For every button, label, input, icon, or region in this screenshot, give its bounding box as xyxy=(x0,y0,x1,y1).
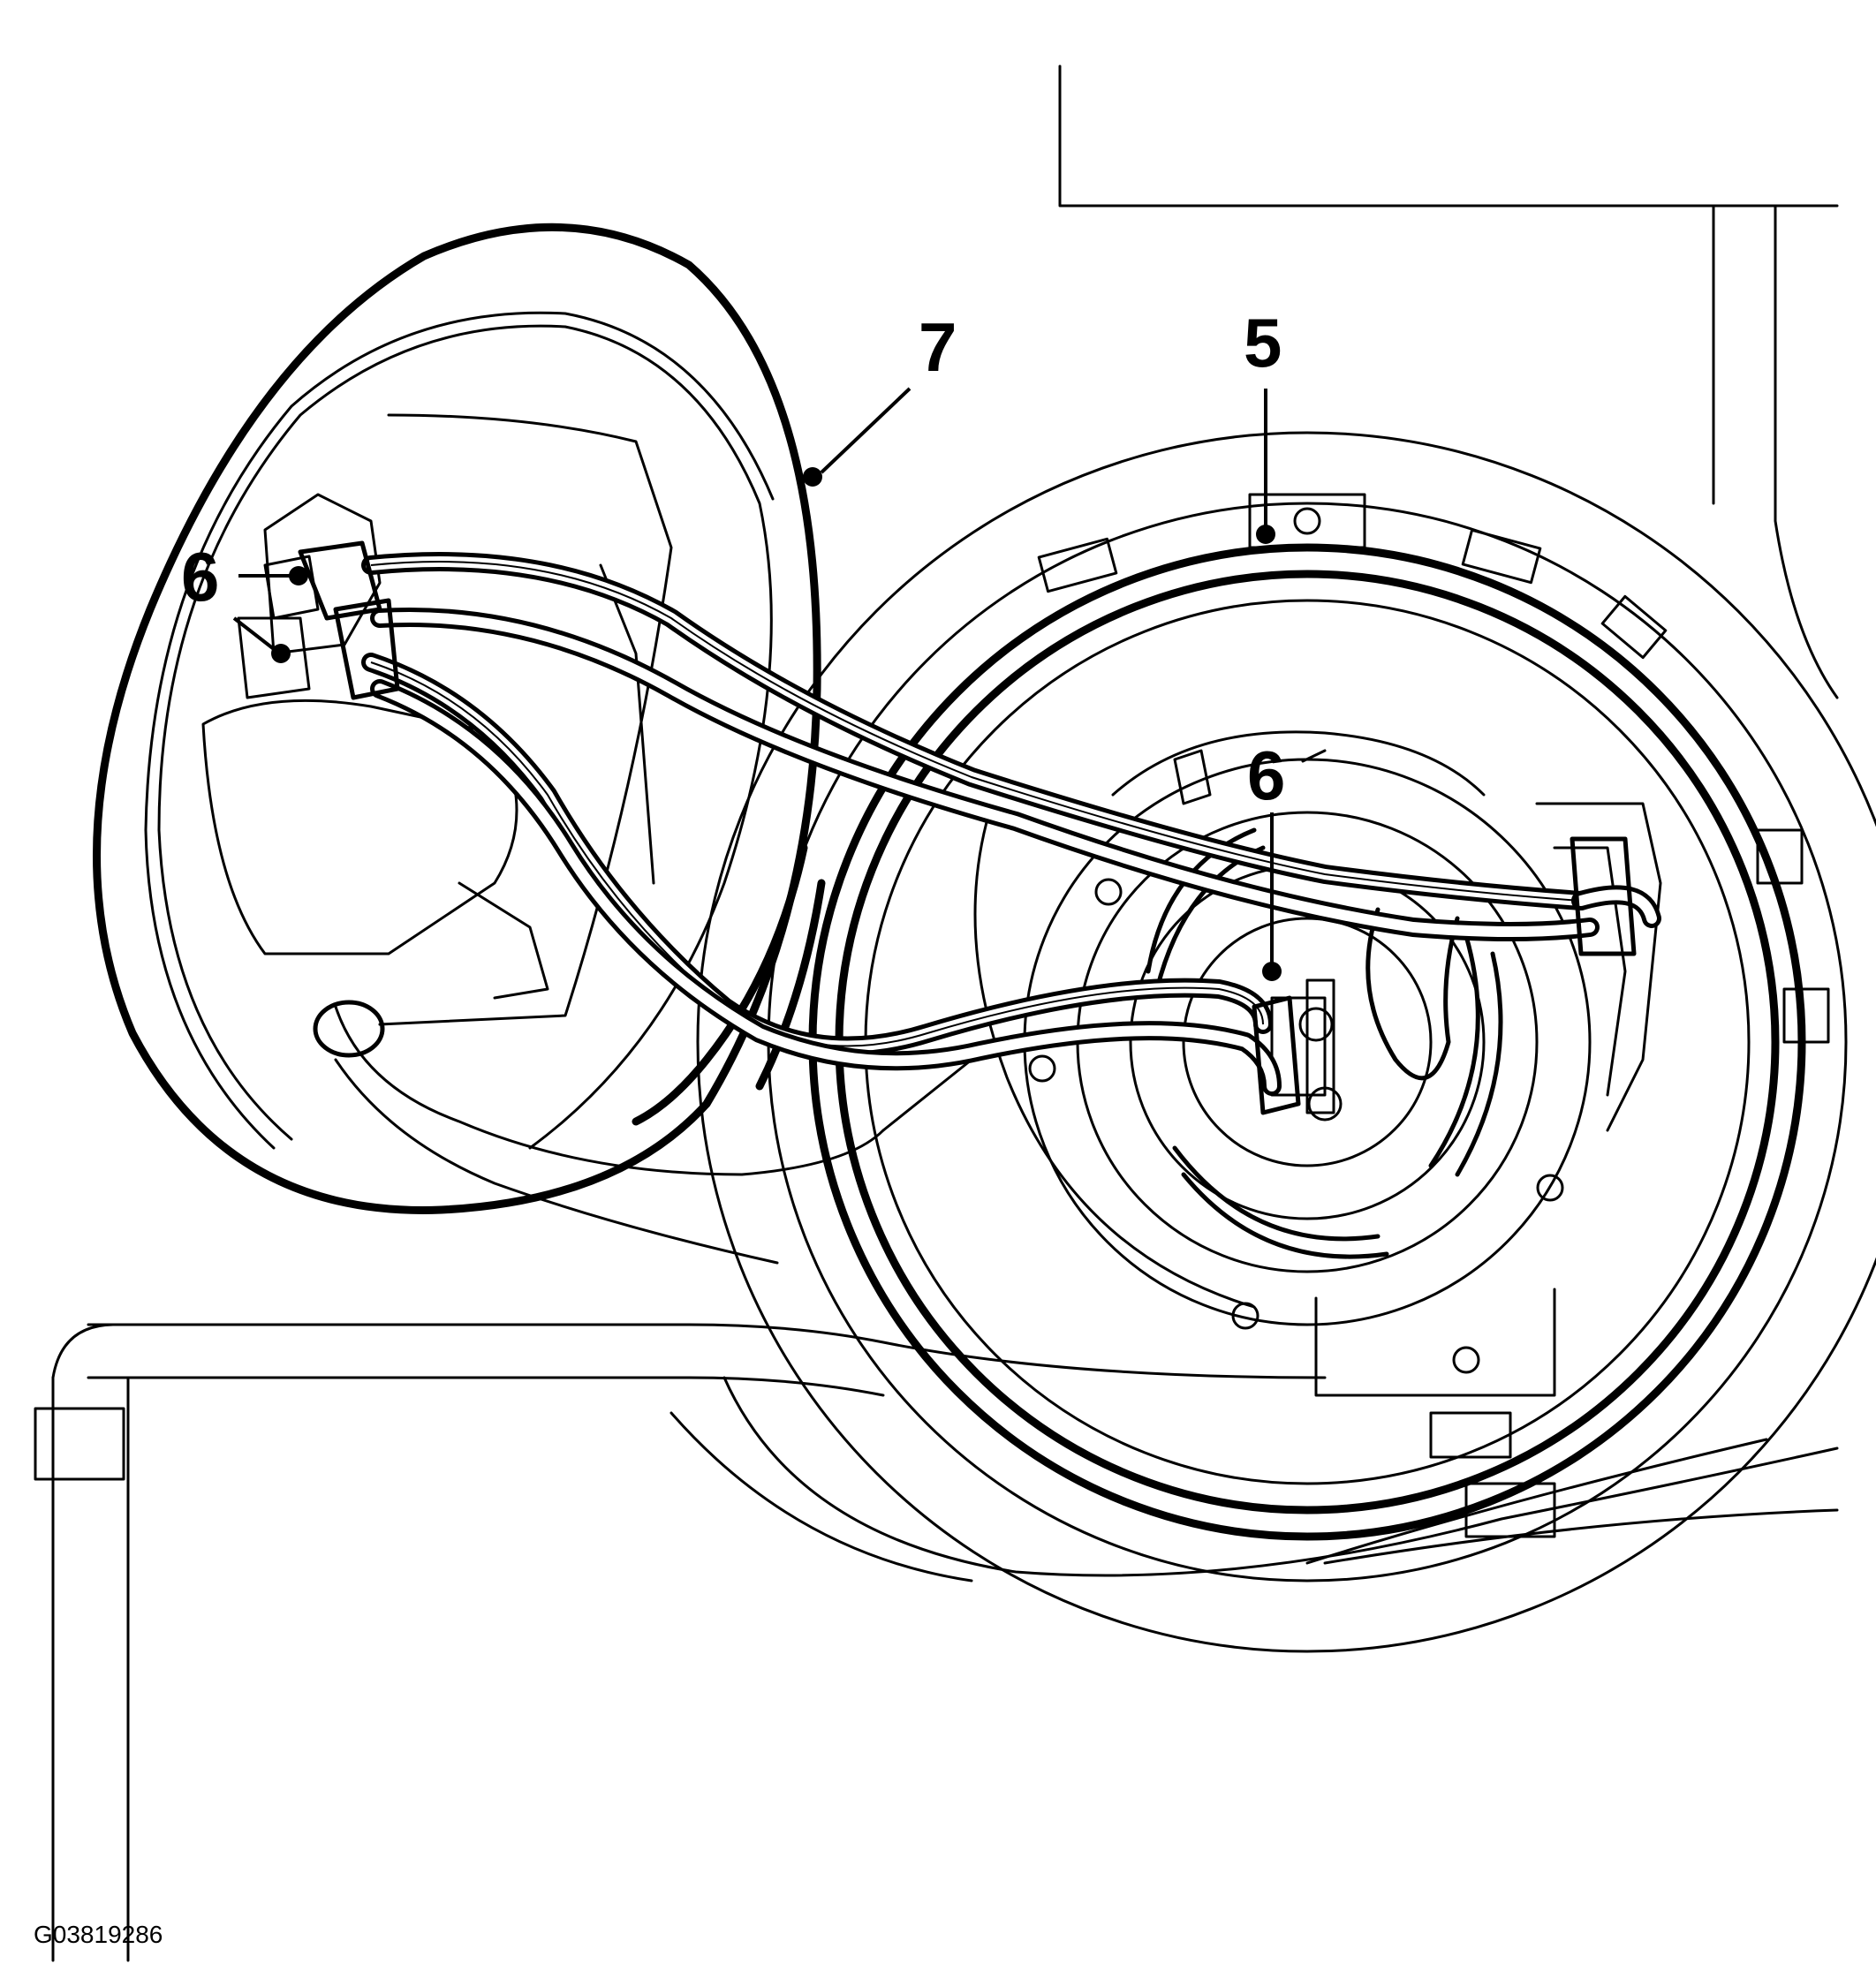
pump-cover-details xyxy=(973,730,1662,1397)
callout-5-label: 5 xyxy=(1244,304,1282,381)
callout-7-label: 7 xyxy=(919,308,957,386)
callout-6-right-label: 6 xyxy=(1247,736,1285,814)
tank-floor-curves xyxy=(669,1376,1839,1582)
fuel-hose xyxy=(313,1000,973,1265)
callout-6-left: 6 xyxy=(181,538,308,663)
callout-6-right: 6 xyxy=(1247,736,1327,981)
fuel-line xyxy=(34,1323,1327,1962)
figure-id: G03819286 xyxy=(34,1921,163,1948)
callout-7: 7 xyxy=(803,308,957,487)
callout-5: 5 xyxy=(1244,304,1282,544)
body-panel-outline xyxy=(1058,64,1839,699)
wiring-harness xyxy=(361,552,1661,1096)
callout-6-left-label: 6 xyxy=(181,538,219,616)
electrical-connectors xyxy=(237,540,1637,1115)
